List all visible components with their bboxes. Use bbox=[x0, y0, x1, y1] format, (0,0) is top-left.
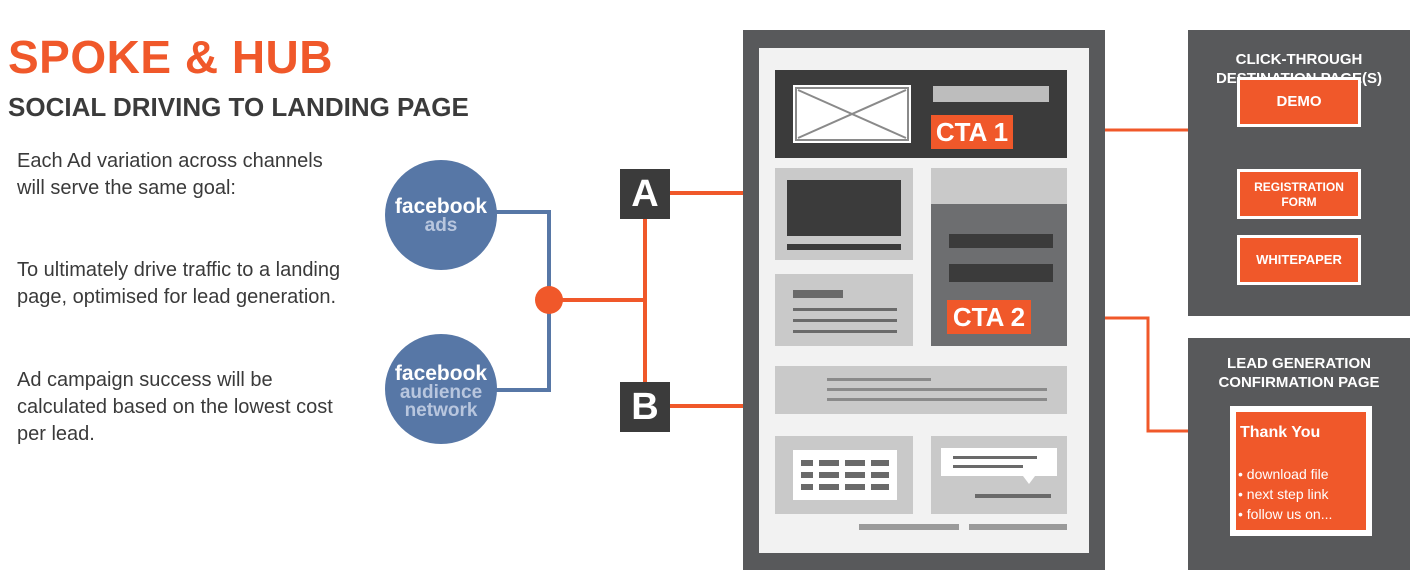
headline-bar bbox=[933, 86, 1049, 102]
facebook-an-label: facebook bbox=[394, 362, 488, 385]
video-block bbox=[775, 168, 913, 260]
thank-you-item-next-step[interactable]: • next step link bbox=[1238, 486, 1329, 502]
thank-you-item-follow[interactable]: • follow us on... bbox=[1238, 506, 1333, 522]
facebook-ads-source: facebook ads bbox=[385, 160, 497, 270]
cta-1-button[interactable]: CTA 1 bbox=[931, 115, 1013, 149]
registration-label-line-2: FORM bbox=[1281, 195, 1317, 209]
thank-you-item-download[interactable]: • download file bbox=[1238, 466, 1329, 482]
thank-you-heading: Thank You bbox=[1240, 424, 1321, 441]
facebook-ads-sublabel: ads bbox=[424, 215, 458, 236]
demo-page-button[interactable]: DEMO bbox=[1237, 77, 1361, 127]
list-block bbox=[775, 274, 913, 346]
list-heading-bar bbox=[793, 290, 843, 298]
facebook-audience-network-source: facebook audience network bbox=[385, 334, 497, 444]
registration-label-line-1: REGISTRATION bbox=[1254, 180, 1344, 194]
text-line-2 bbox=[827, 388, 1047, 391]
hero-section: CTA 1 bbox=[775, 70, 1067, 158]
image-placeholder-icon bbox=[795, 87, 909, 141]
form-field-2[interactable] bbox=[949, 264, 1053, 282]
video-caption-bar bbox=[787, 244, 901, 250]
landing-page-body: CTA 1 CTA 2 bbox=[759, 48, 1089, 553]
page-title: SPOKE & HUB bbox=[8, 31, 333, 83]
speech-bubble-icon bbox=[941, 448, 1057, 498]
image-placeholder bbox=[793, 85, 911, 143]
thank-you-card-frame: Thank You • download file • next step li… bbox=[1230, 406, 1372, 536]
form-field-1[interactable] bbox=[949, 234, 1053, 248]
whitepaper-page-button[interactable]: WHITEPAPER bbox=[1237, 235, 1361, 285]
confirmation-title: LEAD GENERATION CONFIRMATION PAGE bbox=[1188, 354, 1410, 392]
facebook-ads-label: facebook bbox=[394, 195, 488, 218]
list-line-1 bbox=[793, 308, 897, 311]
thank-you-items: • download file • next step link • follo… bbox=[1238, 464, 1332, 524]
click-through-title-line-1: CLICK-THROUGH bbox=[1235, 51, 1363, 68]
description-goal: Each Ad variation across channels will s… bbox=[17, 150, 323, 199]
registration-form-button[interactable]: REGISTRATION FORM bbox=[1237, 169, 1361, 219]
cta-2-button[interactable]: CTA 2 bbox=[947, 300, 1031, 334]
table-block bbox=[775, 436, 913, 514]
description-traffic: To ultimately drive traffic to a landing… bbox=[17, 259, 341, 308]
footer-link-bar-1 bbox=[859, 524, 959, 530]
thank-you-card: Thank You • download file • next step li… bbox=[1236, 412, 1366, 530]
testimonial-block bbox=[931, 436, 1067, 514]
facebook-an-sublabel-1: audience bbox=[399, 382, 483, 403]
table-icon bbox=[801, 460, 889, 490]
description-success: Ad campaign success will be calculated b… bbox=[17, 369, 333, 445]
table-card bbox=[793, 450, 897, 500]
footer-link-bar-2 bbox=[969, 524, 1067, 530]
confirmation-title-line-1: LEAD GENERATION bbox=[1227, 355, 1371, 372]
page-subtitle: SOCIAL DRIVING TO LANDING PAGE bbox=[8, 92, 469, 122]
confirmation-title-line-2: CONFIRMATION PAGE bbox=[1218, 374, 1380, 391]
text-block bbox=[775, 366, 1067, 414]
variant-b-badge: B bbox=[620, 382, 670, 432]
landing-page-frame: CTA 1 CTA 2 bbox=[743, 30, 1105, 570]
facebook-an-sublabel-2: network bbox=[404, 400, 478, 421]
variant-a-badge: A bbox=[620, 169, 670, 219]
list-line-2 bbox=[793, 319, 897, 322]
form-block: CTA 2 bbox=[931, 168, 1067, 346]
merge-dot bbox=[535, 286, 563, 314]
text-line-3 bbox=[827, 398, 1047, 401]
text-line-1 bbox=[827, 378, 931, 381]
video-placeholder bbox=[787, 180, 901, 236]
list-line-3 bbox=[793, 330, 897, 333]
